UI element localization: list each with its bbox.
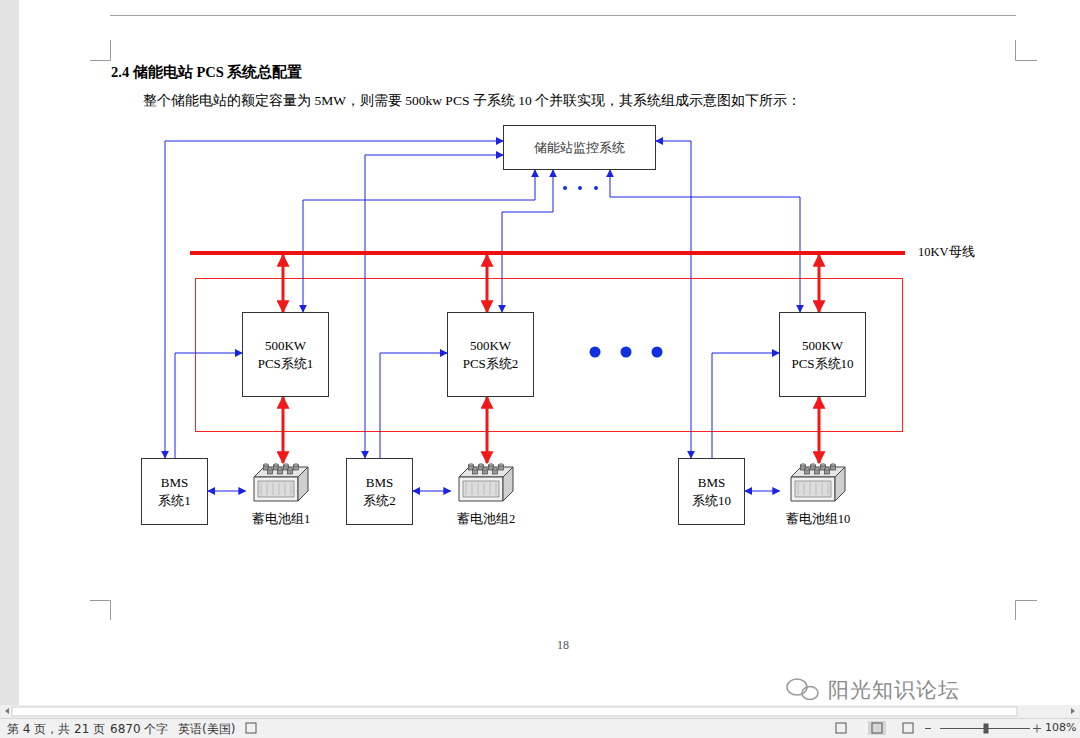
pcs-box: 500KW PCS系统1 [242, 312, 329, 397]
bms-box: BMS 系统10 [678, 458, 745, 525]
pcs-box: 500KW PCS系统10 [779, 312, 866, 397]
busbar: 10KV母线 [190, 251, 905, 255]
status-rule [0, 718, 1080, 719]
power-link [818, 255, 821, 312]
header-rule [110, 15, 1016, 16]
box-text: 储能站监控系统 [534, 139, 625, 157]
corner-marks [90, 40, 1037, 620]
battery-icon [787, 463, 849, 505]
scrollbar [0, 705, 1080, 718]
ellipsis-dots [563, 186, 663, 358]
power-link [818, 397, 821, 463]
signal-link [303, 170, 535, 312]
scroll-thumb [12, 707, 1017, 716]
battery-bank: 蓄电池组2 [451, 463, 522, 528]
power-link [282, 255, 285, 312]
status-page: 第 4 页，共 21 页 [7, 721, 105, 738]
bms-box: BMS 系统2 [346, 458, 413, 525]
pcs-group-outline [196, 279, 903, 432]
status-language: 英语(美国) [178, 721, 235, 738]
pcs-box: 500KW PCS系统2 [447, 312, 534, 397]
box-text: BMS 系统1 [151, 474, 198, 509]
signal-link [712, 353, 779, 458]
box-text: 500KW PCS系统2 [454, 337, 527, 372]
battery-icon [250, 463, 312, 505]
bus-label: 10KV母线 [918, 244, 975, 261]
signal-link [502, 170, 553, 312]
power-link [486, 255, 489, 312]
power-link [486, 397, 489, 463]
signal-link [380, 353, 447, 458]
signal-link [745, 491, 780, 492]
watermark: 阳光知识论坛 [828, 676, 960, 704]
status-words: 6870 个字 [110, 721, 168, 738]
wechat-icon [787, 679, 818, 700]
box-text: BMS 系统10 [688, 474, 735, 509]
box-text: 500KW PCS系统10 [786, 337, 859, 372]
bms-box: BMS 系统1 [141, 458, 208, 525]
status-bar [0, 718, 1080, 738]
monitoring-box: 储能站监控系统 [503, 125, 656, 170]
battery-label: 蓄电池组10 [786, 511, 851, 528]
section-heading: 2.4 储能电站 PCS 系统总配置 [111, 63, 302, 82]
battery-bank: 蓄电池组1 [246, 463, 317, 528]
battery-bank: 蓄电池组10 [780, 463, 857, 528]
signal-link [610, 170, 800, 312]
signal-link [365, 155, 503, 458]
signal-link [208, 491, 246, 492]
signal-link [165, 141, 503, 458]
status-zoom: 108% [1045, 721, 1076, 734]
page-number: 18 [557, 638, 569, 653]
battery-label: 蓄电池组2 [457, 511, 515, 528]
power-link [282, 397, 285, 463]
signal-link [656, 141, 691, 458]
signal-link [413, 491, 451, 492]
status-icons [246, 721, 1041, 735]
side-margin [0, 0, 19, 705]
box-text: BMS 系统2 [356, 474, 403, 509]
box-text: 500KW PCS系统1 [249, 337, 322, 372]
battery-label: 蓄电池组1 [252, 511, 310, 528]
signal-link [175, 353, 242, 458]
scroll-arrows [5, 708, 1075, 714]
body-paragraph: 整个储能电站的额定容量为 5MW，则需要 500kw PCS 子系统 10 个并… [143, 92, 801, 110]
battery-icon [455, 463, 517, 505]
